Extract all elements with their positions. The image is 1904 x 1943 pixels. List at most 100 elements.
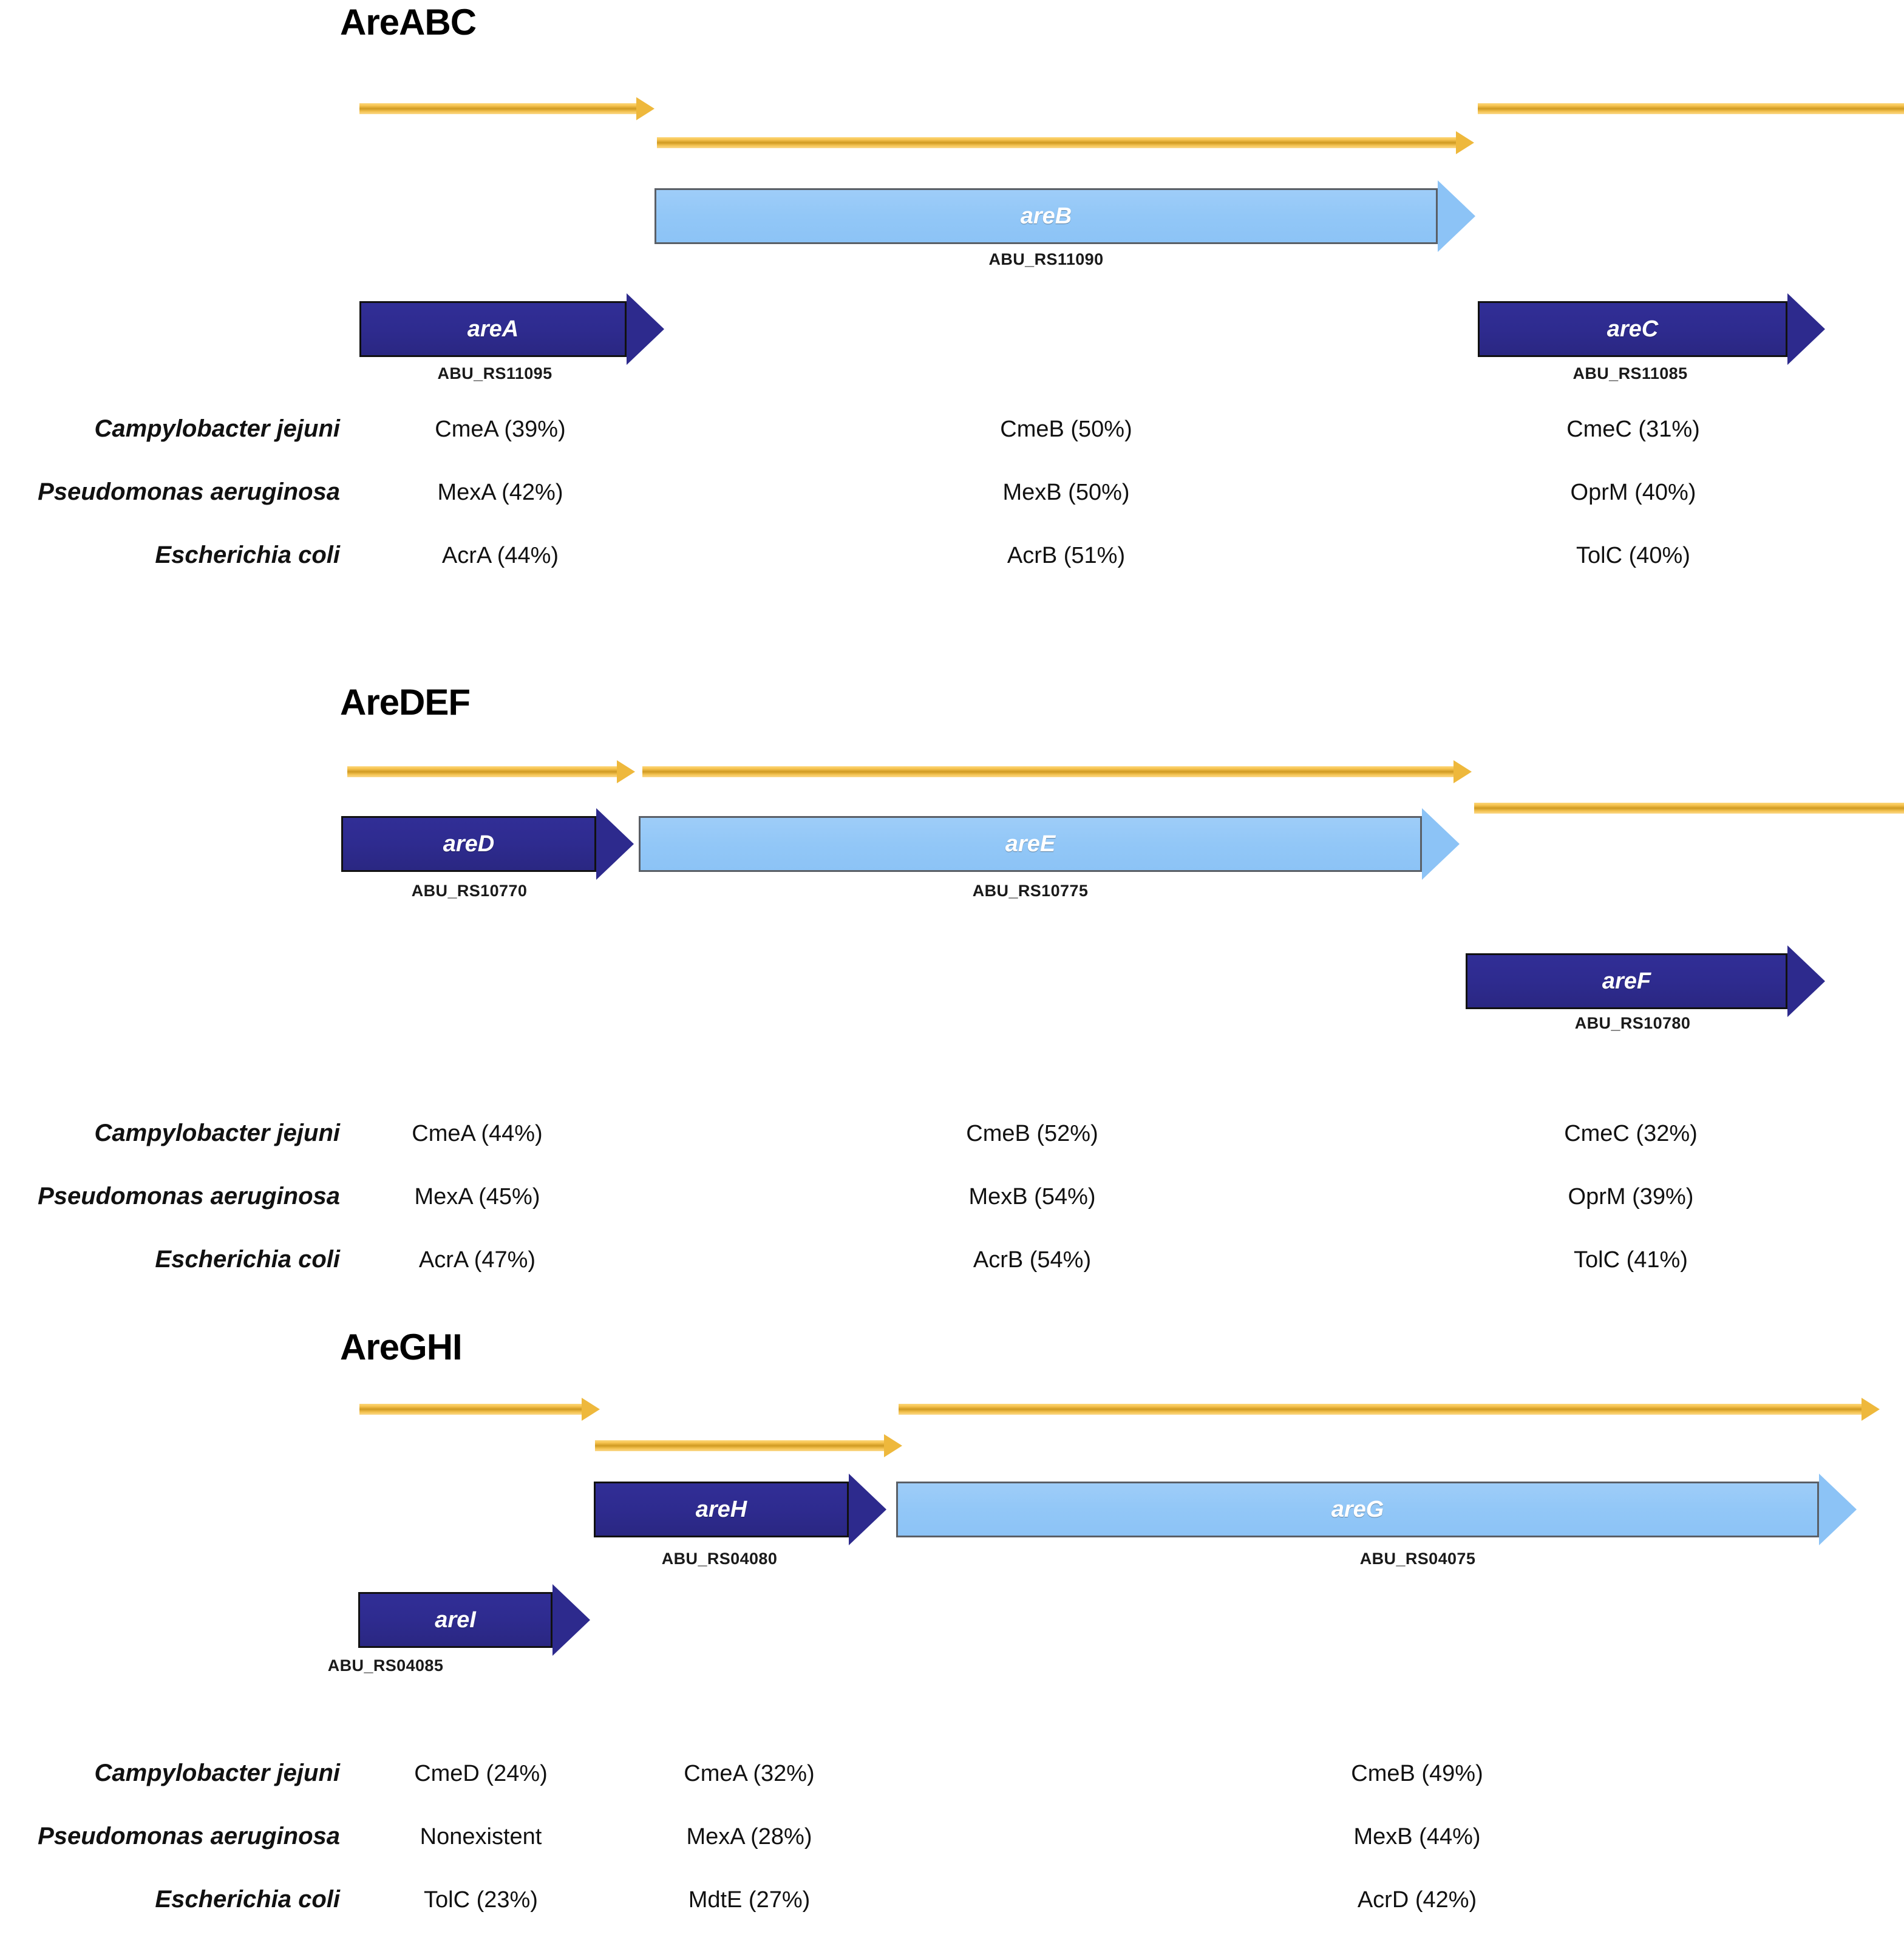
gene-body: areA xyxy=(359,301,627,357)
homolog-value: MexA (42%) xyxy=(437,480,563,505)
homolog-value: MexA (45%) xyxy=(414,1184,540,1210)
arrow-head xyxy=(884,1434,902,1457)
gene-arrow-areb[interactable]: areB xyxy=(654,180,1475,252)
homolog-value: CmeA (39%) xyxy=(435,417,566,442)
gene-arrow-areg[interactable]: areG xyxy=(896,1474,1857,1545)
transcript-arrow-1 xyxy=(347,760,635,783)
gene-label: areD xyxy=(443,831,495,857)
transcript-arrow-1 xyxy=(359,97,654,120)
species-label: Escherichia coli xyxy=(155,1886,340,1913)
gene-arrow-tip xyxy=(1438,180,1475,252)
arrow-head xyxy=(1861,1398,1880,1421)
gene-arrow-areh[interactable]: areH xyxy=(594,1474,886,1545)
species-label: Pseudomonas aeruginosa xyxy=(38,1183,340,1210)
species-label: Pseudomonas aeruginosa xyxy=(38,1823,340,1849)
homolog-value: MexB (54%) xyxy=(968,1184,1096,1210)
transcript-arrow-3 xyxy=(1478,101,1904,117)
gene-label: areI xyxy=(435,1607,476,1633)
arrow-shaft xyxy=(347,766,619,777)
gene-arrow-ared[interactable]: areD xyxy=(341,808,634,880)
gene-body: areC xyxy=(1478,301,1787,357)
homolog-value: MdtE (27%) xyxy=(688,1887,811,1913)
gene-arrow-area[interactable]: areA xyxy=(359,293,664,365)
gene-label: areB xyxy=(1020,203,1072,229)
gene-arrow-tip xyxy=(552,1584,590,1656)
arrow-shaft xyxy=(595,1440,886,1451)
arrow-shaft xyxy=(657,137,1458,148)
species-label: Campylobacter jejuni xyxy=(94,1120,340,1146)
transcript-arrow-2 xyxy=(642,760,1472,783)
gene-body: areG xyxy=(896,1482,1819,1537)
panel-title-aredef: AreDEF xyxy=(340,682,471,723)
locus-tag-areb: ABU_RS11090 xyxy=(988,250,1104,268)
arrow-head xyxy=(582,1398,600,1421)
gene-body: areH xyxy=(594,1482,849,1537)
gene-arrow-arec[interactable]: areC xyxy=(1478,293,1825,365)
gene-label: areF xyxy=(1602,968,1651,994)
gene-arrow-tip xyxy=(1422,808,1460,880)
homolog-value: CmeD (24%) xyxy=(414,1761,548,1786)
homolog-value: CmeA (44%) xyxy=(412,1121,543,1146)
arrow-head xyxy=(636,97,654,120)
homolog-value: MexA (28%) xyxy=(686,1824,812,1849)
homolog-value: TolC (23%) xyxy=(424,1887,538,1913)
homolog-value: OprM (40%) xyxy=(1570,480,1696,505)
gene-arrow-tip xyxy=(627,293,664,365)
homolog-value: MexB (44%) xyxy=(1353,1824,1481,1849)
gene-body: areI xyxy=(358,1592,552,1648)
gene-arrow-aref[interactable]: areF xyxy=(1466,945,1825,1017)
panel-title-areghi: AreGHI xyxy=(340,1327,463,1367)
homolog-value: OprM (39%) xyxy=(1568,1184,1694,1210)
arrow-shaft xyxy=(899,1404,1864,1415)
gene-label: areA xyxy=(467,316,519,342)
gene-body: areE xyxy=(639,816,1422,872)
locus-tag-areg: ABU_RS04075 xyxy=(1359,1550,1476,1568)
gene-arrow-tip xyxy=(1787,945,1825,1017)
homolog-value: TolC (40%) xyxy=(1576,543,1690,568)
homolog-value: CmeA (32%) xyxy=(684,1761,815,1786)
gene-label: areG xyxy=(1331,1496,1384,1522)
arrow-shaft xyxy=(1478,103,1904,114)
locus-tag-aree: ABU_RS10775 xyxy=(972,882,1089,900)
locus-tag-aref: ABU_RS10780 xyxy=(1574,1014,1691,1032)
homolog-value: AcrD (42%) xyxy=(1357,1887,1477,1913)
homolog-value: AcrB (54%) xyxy=(973,1247,1092,1273)
panel-areghi: AreGHI areH ABU_RS04080 areG ABU_RS04075… xyxy=(0,1299,1904,1943)
gene-arrow-tip xyxy=(1819,1474,1857,1545)
homolog-value: CmeC (31%) xyxy=(1566,417,1700,442)
species-label: Pseudomonas aeruginosa xyxy=(38,478,340,505)
species-label: Escherichia coli xyxy=(155,542,340,568)
arrow-shaft xyxy=(642,766,1456,777)
homolog-value: CmeB (52%) xyxy=(966,1121,1098,1146)
arrow-head xyxy=(1456,131,1474,154)
homolog-value: CmeC (32%) xyxy=(1564,1121,1698,1146)
arrow-head xyxy=(1453,760,1472,783)
species-label: Campylobacter jejuni xyxy=(94,415,340,442)
locus-tag-ared: ABU_RS10770 xyxy=(411,882,528,900)
locus-tag-area: ABU_RS11095 xyxy=(437,364,552,383)
homolog-value: CmeB (49%) xyxy=(1351,1761,1483,1786)
arrow-shaft xyxy=(1474,803,1904,814)
gene-arrow-arei[interactable]: areI xyxy=(358,1584,590,1656)
transcript-arrow-3 xyxy=(1474,800,1904,816)
arrow-shaft xyxy=(359,103,639,114)
gene-arrow-tip xyxy=(596,808,634,880)
gene-body: areD xyxy=(341,816,596,872)
gene-arrow-tip xyxy=(1787,293,1825,365)
homolog-value: AcrB (51%) xyxy=(1007,543,1126,568)
gene-body: areF xyxy=(1466,953,1787,1009)
panel-areabc: AreABC areB ABU_RS11090 areA ABU_RS11095… xyxy=(0,0,1904,631)
locus-tag-arec: ABU_RS11085 xyxy=(1572,364,1688,383)
gene-arrow-tip xyxy=(849,1474,886,1545)
locus-tag-arei: ABU_RS04085 xyxy=(327,1656,444,1675)
arrow-head xyxy=(617,760,635,783)
gene-label: areH xyxy=(695,1496,747,1522)
transcript-arrow-1 xyxy=(359,1398,600,1421)
species-label: Escherichia coli xyxy=(155,1246,340,1273)
homolog-value: AcrA (47%) xyxy=(418,1247,536,1273)
homolog-value: Nonexistent xyxy=(420,1824,542,1849)
gene-arrow-aree[interactable]: areE xyxy=(639,808,1460,880)
homolog-value: AcrA (44%) xyxy=(441,543,559,568)
homolog-value: MexB (50%) xyxy=(1002,480,1130,505)
arrow-shaft xyxy=(359,1404,584,1415)
